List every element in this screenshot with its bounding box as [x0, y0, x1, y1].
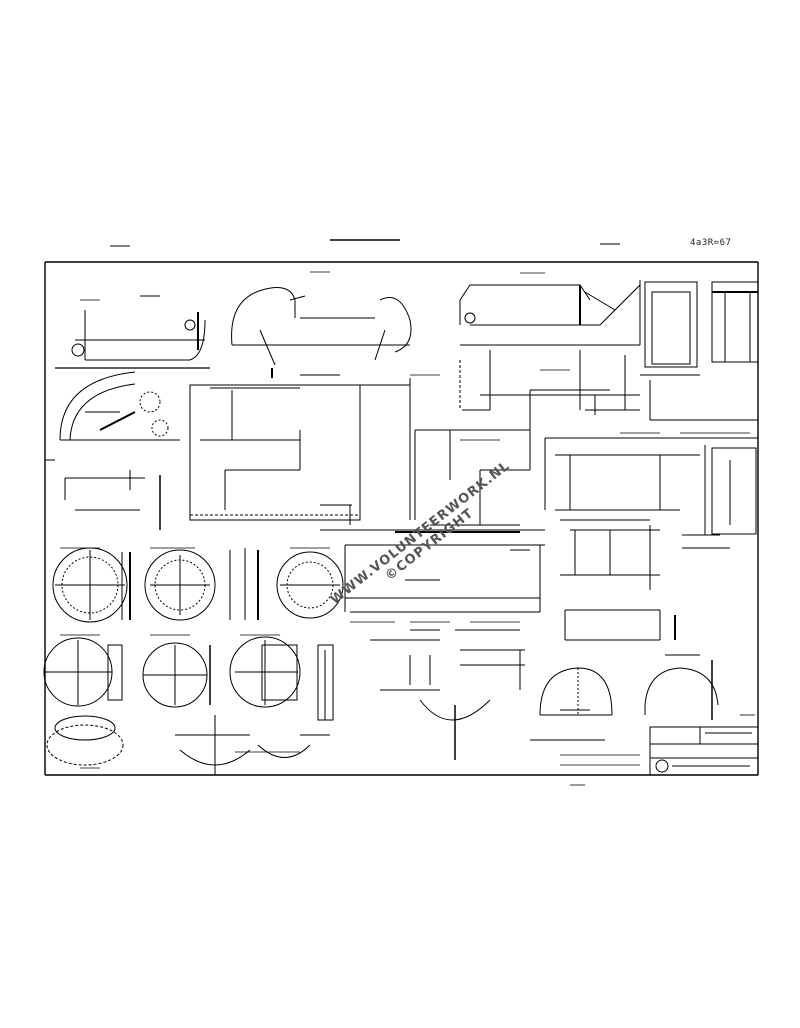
side-panel-right-mid	[544, 437, 758, 535]
bowl-detail-bottom-center	[370, 629, 525, 760]
frame-detail-right-center	[560, 525, 730, 641]
title-block	[649, 726, 759, 776]
profile-view-center	[320, 529, 545, 613]
arch-section-left	[44, 368, 180, 441]
curved-frame-top-center	[231, 287, 412, 378]
bracket-view-top-left	[55, 295, 210, 369]
sectional-plan-center	[189, 374, 411, 525]
small-detail-left-mid	[45, 459, 161, 530]
oval-sections-bottom-left	[46, 715, 330, 775]
drawing-frame	[44, 239, 759, 776]
stepped-section-center-right	[414, 389, 610, 526]
cab-view-top-right	[459, 280, 641, 415]
dimension-marks	[60, 271, 755, 786]
wheel-row-lower	[43, 636, 334, 721]
wheel-row-upper	[52, 547, 344, 623]
arch-detail-bottom-right	[530, 654, 719, 741]
drawing-reference-number: 4a3R=67	[690, 238, 732, 248]
cab-box-far-right	[640, 281, 759, 421]
